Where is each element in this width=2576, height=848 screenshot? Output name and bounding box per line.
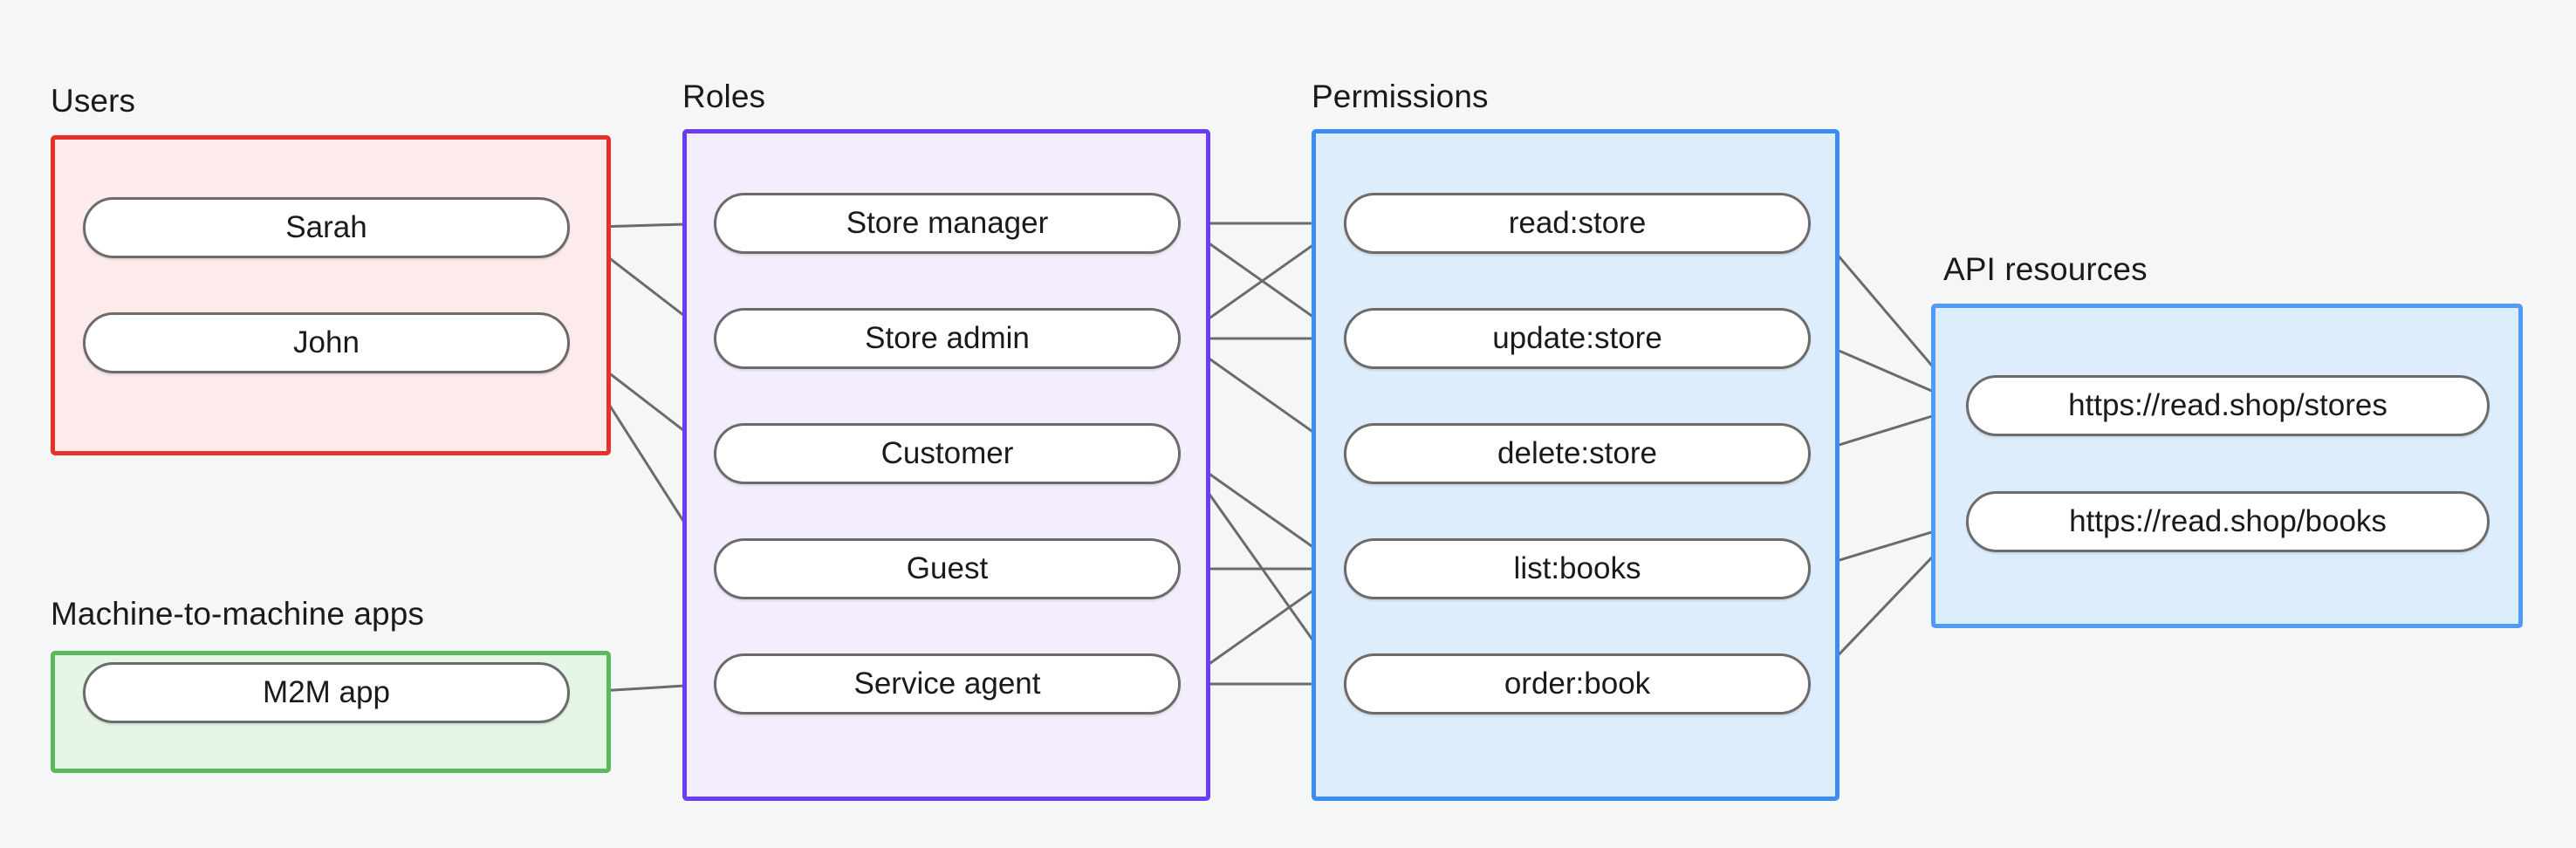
node-m2mapp[interactable]: M2M app	[83, 662, 570, 723]
group-label-api: API resources	[1943, 251, 2148, 287]
node-sarah[interactable]: Sarah	[83, 197, 570, 258]
node-customer[interactable]: Customer	[714, 423, 1181, 484]
node-list-books[interactable]: list:books	[1344, 538, 1811, 599]
node-order-book[interactable]: order:book	[1344, 653, 1811, 715]
group-label-users: Users	[51, 83, 136, 119]
node-read-store[interactable]: read:store	[1344, 193, 1811, 254]
node-delete-store[interactable]: delete:store	[1344, 423, 1811, 484]
node-guest[interactable]: Guest	[714, 538, 1181, 599]
node-store-manager[interactable]: Store manager	[714, 193, 1181, 254]
node-store-admin[interactable]: Store admin	[714, 308, 1181, 369]
group-box-api	[1931, 304, 2523, 628]
node-update-store[interactable]: update:store	[1344, 308, 1811, 369]
node-john[interactable]: John	[83, 312, 570, 373]
group-label-roles: Roles	[682, 79, 766, 114]
group-box-users	[51, 135, 611, 455]
node-res-stores[interactable]: https://read.shop/stores	[1966, 375, 2490, 436]
node-service-agent[interactable]: Service agent	[714, 653, 1181, 715]
node-res-books[interactable]: https://read.shop/books	[1966, 491, 2490, 552]
group-label-permissions: Permissions	[1312, 79, 1489, 114]
group-label-m2m: Machine-to-machine apps	[51, 596, 425, 632]
